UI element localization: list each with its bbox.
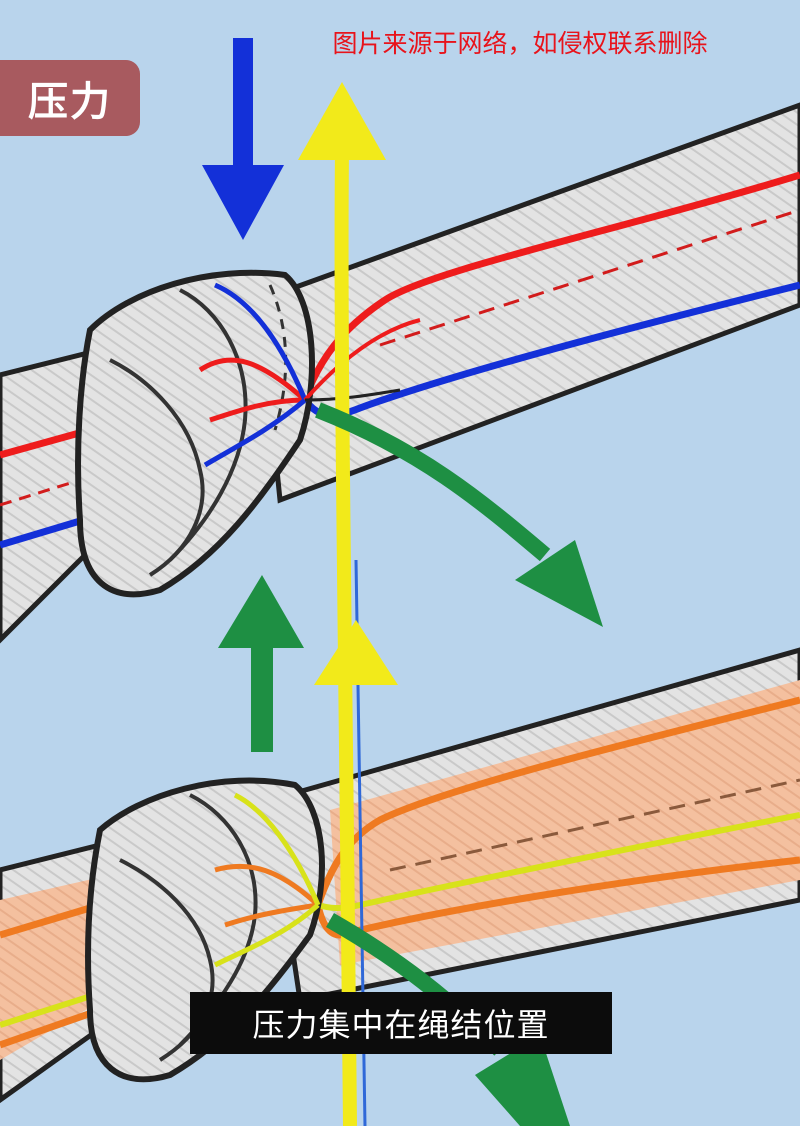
top-rope [0,102,800,644]
up-arrow-yellow-lower [314,620,398,685]
bottom-knot [85,777,325,1083]
down-arrow-blue [202,38,284,240]
up-arrow-green [218,575,304,752]
bottom-rope [0,647,800,1104]
bottom-lime-line [317,812,800,911]
subtitle-caption: 压力集中在绳结位置 [190,992,612,1054]
diagonal-arrow-green [315,402,603,627]
watermark-text: 图片来源于网络，如侵权联系删除 [332,29,708,58]
top-red-line [0,426,91,459]
top-knot [75,269,421,598]
bottom-orange-line [314,696,800,907]
pressure-badge: 压力 [0,60,140,136]
